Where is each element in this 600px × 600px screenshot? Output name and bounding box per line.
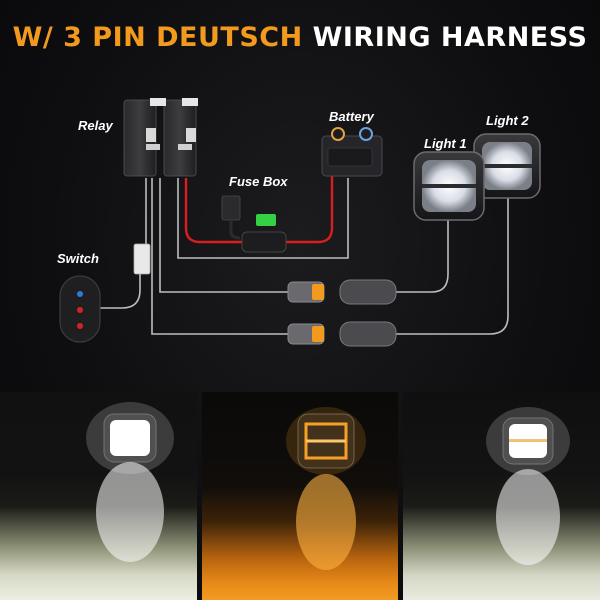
page-title: W/ 3 PIN DEUTSCH WIRING HARNESS xyxy=(0,22,600,53)
battery-positive-terminal xyxy=(331,127,345,141)
switch-label: Switch xyxy=(57,251,99,266)
deutsch-connector-pair-1 xyxy=(287,279,397,305)
relay-to-fuse-power-wire xyxy=(184,178,244,244)
amber-beam-illustration xyxy=(285,407,366,570)
fuse-box xyxy=(221,195,287,253)
relay-to-connector1-wire xyxy=(159,178,288,293)
light-2-label: Light 2 xyxy=(486,113,529,128)
fuse-holder xyxy=(241,231,287,253)
connector2-to-light2-wire xyxy=(396,196,509,335)
switch-led-blue xyxy=(77,291,83,297)
white-beam-illustration xyxy=(86,402,174,562)
amber-beam-photo xyxy=(201,392,399,600)
beam xyxy=(496,469,561,565)
relay-terminal xyxy=(150,98,166,106)
title-accent: W/ 3 PIN DEUTSCH xyxy=(12,22,303,53)
battery-negative-terminal xyxy=(359,127,373,141)
switch-led-red xyxy=(77,307,83,313)
switch xyxy=(59,275,101,343)
light-1 xyxy=(413,151,485,221)
relay-terminal xyxy=(146,144,160,150)
relay-terminal xyxy=(178,144,192,150)
battery xyxy=(321,127,383,177)
light-2 xyxy=(473,133,541,199)
fuse-holder-cap xyxy=(221,195,241,221)
battery-label: Battery xyxy=(329,109,374,124)
light-1-label: Light 1 xyxy=(424,136,467,151)
relay-terminal xyxy=(146,128,156,142)
white-beam-photo xyxy=(0,392,197,600)
switch-connector xyxy=(133,243,151,275)
deutsch-connector-pair-2 xyxy=(287,321,397,347)
switch-wire xyxy=(100,272,141,309)
fuse xyxy=(256,214,276,226)
demo-photo-strip xyxy=(0,392,600,600)
switch-led-red xyxy=(77,323,83,329)
beam xyxy=(96,462,164,562)
connector1-to-light1-wire xyxy=(396,220,449,293)
title-main: WIRING HARNESS xyxy=(312,22,588,53)
relay-block xyxy=(123,98,198,177)
white-beam-illustration-2 xyxy=(486,407,571,565)
light-lens xyxy=(110,420,150,456)
relay-terminal xyxy=(182,98,198,106)
relay-label: Relay xyxy=(78,118,113,133)
amber-drl xyxy=(304,422,348,460)
wiring-diagram xyxy=(59,98,541,347)
white-beam-photo-2 xyxy=(403,392,600,600)
power-wires xyxy=(184,176,334,244)
beam xyxy=(295,474,356,570)
relay-to-battery-ground-wire xyxy=(177,178,349,259)
relay-to-connector2-wire xyxy=(151,178,288,335)
relay-terminal xyxy=(186,128,196,142)
fuse-box-label: Fuse Box xyxy=(229,174,288,189)
fuse-to-battery-power-wire xyxy=(284,176,334,244)
signal-wires xyxy=(100,178,509,335)
